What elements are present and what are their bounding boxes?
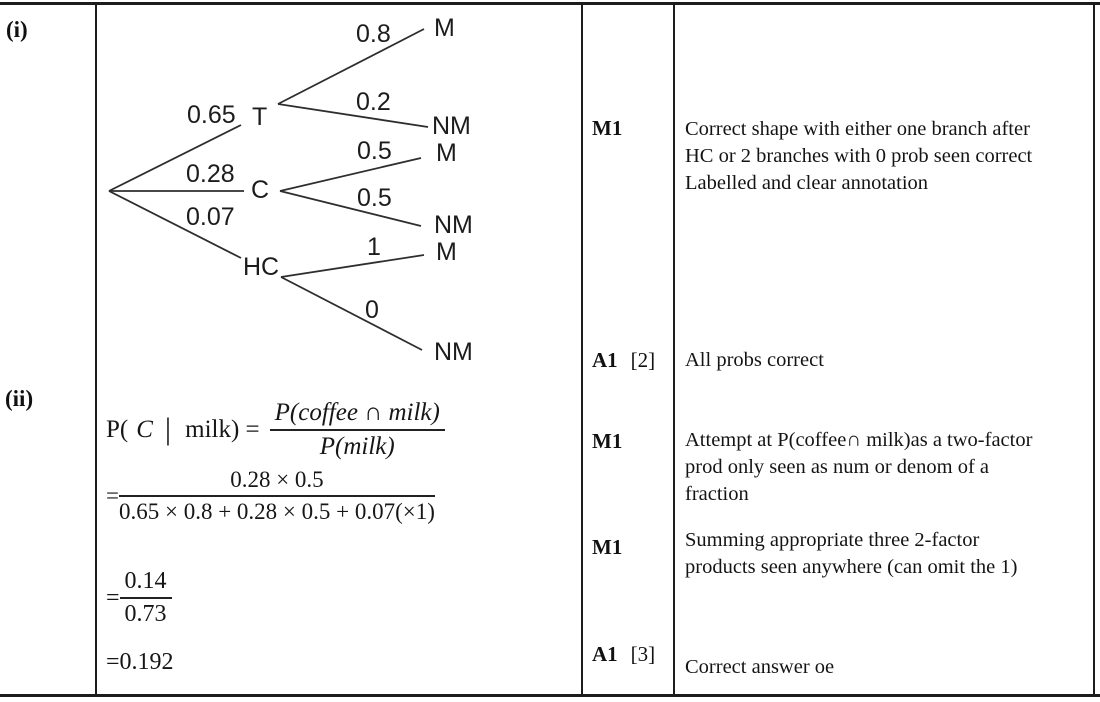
fraction-denominator: P(milk) xyxy=(319,433,395,460)
mark-m1-shape: M1 xyxy=(592,116,623,140)
mark-m1-summing: M1 xyxy=(592,535,623,559)
simplified-fraction-line: = 0.14 0.73 xyxy=(106,568,172,628)
prob-label-HC-M: 1 xyxy=(367,233,381,261)
branch-HC-NM xyxy=(280,276,423,351)
comment-twofactor: Attempt at P(coffee∩ milk)as a two-facto… xyxy=(685,429,1033,505)
formula-p-open: P( xyxy=(106,416,129,443)
comment-summing: Summing appropriate three 2-factor produ… xyxy=(685,529,1018,578)
column-divider-working xyxy=(581,3,583,697)
branch-HC-M xyxy=(280,254,425,278)
fraction-substitution: 0.28 × 0.5 0.65 × 0.8 + 0.28 × 0.5 + 0.0… xyxy=(118,467,435,525)
prob-label-HC: 0.07 xyxy=(186,203,235,231)
outcome-label-C-NM: NM xyxy=(434,211,473,239)
formula-rest: milk) = xyxy=(185,416,260,443)
table-border-right xyxy=(1093,3,1095,697)
node-label-HC: HC xyxy=(243,253,280,281)
final-answer: =0.192 xyxy=(106,649,174,675)
fraction-denominator: 0.73 xyxy=(124,601,167,627)
branch-T-NM xyxy=(277,103,429,128)
mark-a1-answer: A1 [3] xyxy=(592,642,656,666)
comment-shape: Correct shape with either one branch aft… xyxy=(685,118,1033,194)
prob-label-T-M: 0.8 xyxy=(356,20,391,48)
fraction-definition: P(coffee ∩ milk) P(milk) xyxy=(269,399,445,461)
column-divider-parts xyxy=(95,3,97,697)
mark-a1-probs: A1 [2] xyxy=(592,348,656,372)
equals-sign: = xyxy=(106,483,119,508)
node-label-T: T xyxy=(252,103,268,131)
fraction-numerator: 0.14 xyxy=(119,568,172,599)
fraction-simplified: 0.14 0.73 xyxy=(119,568,172,628)
comment-correct-answer: Correct answer oe xyxy=(685,656,835,678)
formula-variable: C xyxy=(136,416,153,443)
table-border-bottom xyxy=(0,694,1100,697)
prob-label-C: 0.28 xyxy=(186,160,235,188)
branch-T-M xyxy=(277,28,425,105)
node-label-C: C xyxy=(251,176,270,204)
mark-m1-twofactor: M1 xyxy=(592,429,623,453)
branch-C-NM xyxy=(279,190,422,227)
outcome-label-HC-M: M xyxy=(436,238,457,266)
outcome-label-T-NM: NM xyxy=(432,112,471,140)
prob-label-C-NM: 0.5 xyxy=(357,184,392,212)
conditional-probability-formula: P( C | milk) = P(coffee ∩ milk) P(milk) xyxy=(106,399,445,461)
table-border-top xyxy=(0,2,1100,5)
prob-label-HC-NM: 0 xyxy=(365,296,379,324)
fraction-numerator: P(coffee ∩ milk) xyxy=(269,399,445,431)
prob-label-T-NM: 0.2 xyxy=(356,88,391,116)
substitution-line: = 0.28 × 0.5 0.65 × 0.8 + 0.28 × 0.5 + 0… xyxy=(106,467,435,525)
column-divider-marks xyxy=(673,3,675,697)
equals-sign: = xyxy=(106,584,120,611)
branch-C-M xyxy=(279,157,422,192)
outcome-label-T-M: M xyxy=(434,14,455,42)
fraction-numerator: 0.28 × 0.5 xyxy=(118,467,435,497)
prob-label-T: 0.65 xyxy=(187,101,236,129)
comment-all-probs: All probs correct xyxy=(685,349,824,371)
part-label-ii: (ii) xyxy=(5,386,34,411)
outcome-label-C-M: M xyxy=(436,139,457,167)
part-label-i: (i) xyxy=(6,17,28,42)
conditional-bar: | xyxy=(164,411,172,446)
outcome-label-HC-NM: NM xyxy=(434,338,473,366)
prob-label-C-M: 0.5 xyxy=(357,137,392,165)
fraction-denominator: 0.65 × 0.8 + 0.28 × 0.5 + 0.07(×1) xyxy=(118,499,435,524)
